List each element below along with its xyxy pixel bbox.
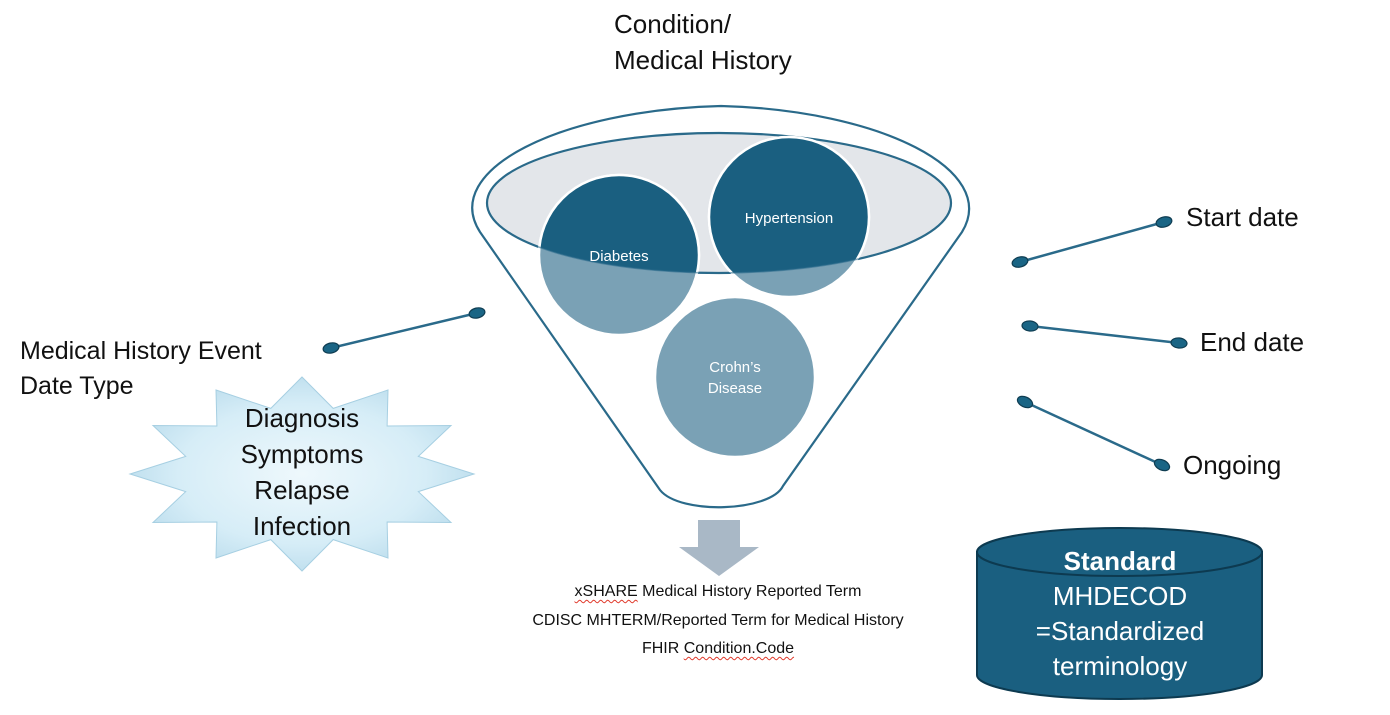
diagram-title: Condition/ Medical History xyxy=(614,6,792,78)
down-arrow-icon xyxy=(679,520,759,576)
connector-dot xyxy=(1011,256,1029,268)
fhir-term: FHIR Condition.Code xyxy=(468,635,968,664)
crohns-label-line2: Disease xyxy=(708,380,762,397)
condition-circles: Diabetes Hypertension Crohn’s Disease xyxy=(486,135,952,459)
diabetes-label: Diabetes xyxy=(589,248,648,265)
ongoing-label: Ongoing xyxy=(1183,450,1282,480)
cylinder-body xyxy=(976,551,1263,700)
connector-end-date xyxy=(1021,320,1188,349)
standard-terminology-text: Standard MHDECOD =Standardized terminolo… xyxy=(980,544,1260,684)
title-line2: Medical History xyxy=(614,45,792,75)
fhir-code: Condition.Code xyxy=(683,640,795,657)
event-type-item: Relapse xyxy=(254,475,350,505)
standard-line3: terminology xyxy=(1052,651,1188,681)
event-types-list: Diagnosis Symptoms Relapse Infection xyxy=(202,400,402,544)
end-date-label: End date xyxy=(1200,327,1305,357)
event-date-type-line1: Medical History Event xyxy=(20,337,262,365)
xshare-rest: Medical History Reported Term xyxy=(637,583,862,600)
crohns-circle[interactable] xyxy=(653,295,817,459)
connector-dot xyxy=(1153,458,1171,472)
event-date-type-line2: Date Type xyxy=(20,372,134,400)
connectors xyxy=(322,216,1188,472)
connector-ongoing xyxy=(1016,395,1171,472)
event-type-item: Symptoms xyxy=(240,439,364,469)
output-terms: xSHARE Medical History Reported Term CDI… xyxy=(468,578,968,664)
standard-line2: =Standardized xyxy=(1035,616,1205,646)
connector-dot xyxy=(322,342,340,354)
title-line1: Condition/ xyxy=(614,9,732,39)
event-type-starburst xyxy=(128,376,476,572)
event-type-item: Infection xyxy=(252,511,352,541)
ellipse-lower-edge xyxy=(486,202,952,274)
standard-heading: Standard xyxy=(1063,546,1177,576)
standard-line1: MHDECOD xyxy=(1052,581,1188,611)
hypertension-label: Hypertension xyxy=(745,210,833,227)
cdisc-term: CDISC MHTERM/Reported Term for Medical H… xyxy=(532,611,904,629)
cylinder-top xyxy=(976,527,1263,577)
hypertension-circle-inner xyxy=(707,135,871,273)
connector-dot xyxy=(468,307,486,319)
standard-terminology-cylinder xyxy=(976,527,1263,700)
fhir-prefix: FHIR xyxy=(641,640,684,657)
connector-event-date-type xyxy=(322,307,486,354)
connector-dot xyxy=(1016,395,1034,409)
connector-dot xyxy=(1021,320,1039,332)
xshare-term: xSHARE Medical History Reported Term xyxy=(468,578,968,607)
event-date-type-label: Medical History Event Date Type xyxy=(20,334,262,404)
event-type-item: Diagnosis xyxy=(244,403,360,433)
connector-dot xyxy=(1155,216,1173,228)
xshare-prefix: xSHARE xyxy=(574,583,638,600)
crohns-label-line1: Crohn’s xyxy=(709,359,760,376)
connector-start-date xyxy=(1011,216,1173,268)
start-date-label: Start date xyxy=(1186,202,1299,232)
connector-dot xyxy=(1170,337,1188,349)
